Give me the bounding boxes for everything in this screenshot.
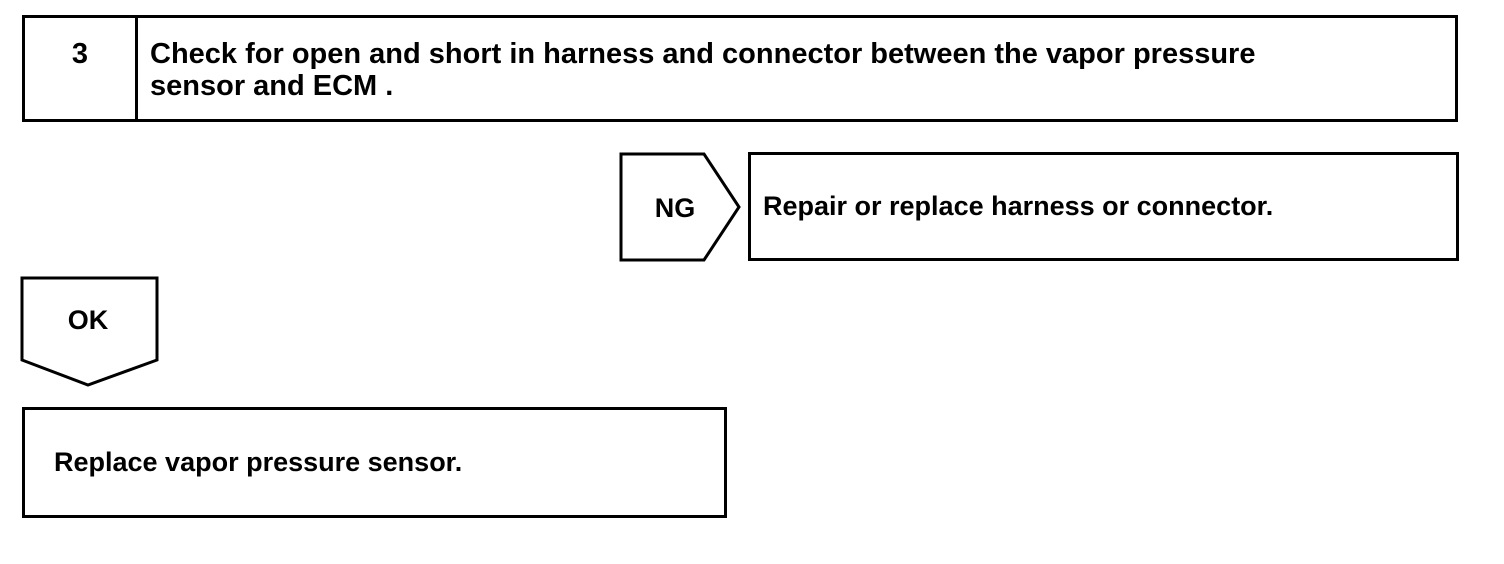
step-description: Check for open and short in harness and … [138,18,1455,119]
ng-label: NG [654,193,696,223]
step-box: 3 Check for open and short in harness an… [22,15,1458,122]
ok-action-text: Replace vapor pressure sensor. [54,447,463,477]
ok-action-box: Replace vapor pressure sensor. [22,407,727,518]
ng-action-box: Repair or replace harness or connector. [748,152,1459,261]
step-description-line2: sensor and ECM . [150,70,394,102]
ok-label: OK [67,305,109,335]
ok-arrow-shape [20,276,159,387]
ng-arrow-shape [619,152,741,262]
step-number: 3 [25,18,138,119]
ng-action-text: Repair or replace harness or connector. [763,191,1274,221]
step-description-line1: Check for open and short in harness and … [150,38,1256,70]
